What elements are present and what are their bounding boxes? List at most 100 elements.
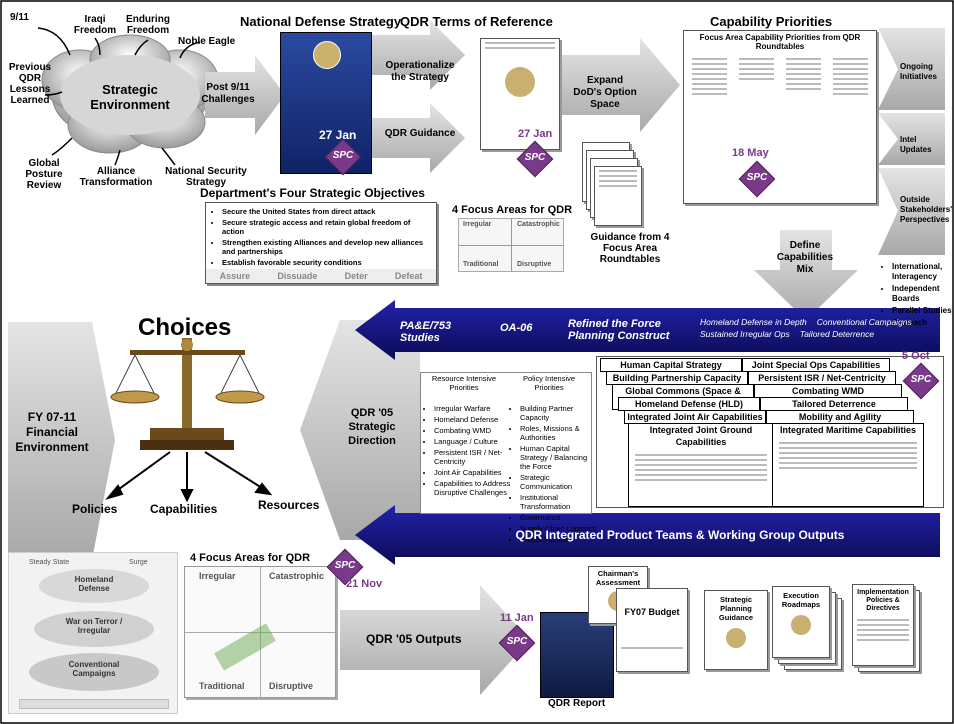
- spc-badge-capability: SPC: [738, 160, 776, 198]
- spg-label: Strategic Planning Guidance: [718, 595, 754, 622]
- ipt-maritime: Integrated Maritime Capabilities: [772, 423, 924, 507]
- quadrant-catastrophic: Catastrophic: [517, 221, 560, 228]
- driver-global-posture: Global Posture Review: [25, 158, 63, 191]
- driver-national-security: National Security Strategy: [165, 166, 247, 188]
- oa06-label: OA-06: [500, 322, 533, 334]
- tor-document: [480, 38, 560, 150]
- nds-date: 27 Jan: [319, 128, 357, 142]
- driver-iraqi-freedom: Iraqi Freedom: [73, 14, 117, 36]
- bullet-item: Parallel Studies: [892, 306, 954, 316]
- nov-date: 21 Nov: [346, 578, 383, 590]
- refined-force-bullets: Homeland Defense in Depth Conventional C…: [700, 316, 936, 340]
- implementation-label: Implementation Policies & Directives: [857, 589, 909, 612]
- roadmaps-label: Execution Roadmaps: [781, 591, 821, 609]
- bullet-item: International, Interagency: [892, 262, 954, 282]
- guidance-focus-label: Guidance from 4 Focus Area Roundtables: [590, 232, 670, 265]
- list-item: Strategic Communication: [520, 473, 598, 491]
- homeland-label: Homeland Defense: [74, 575, 114, 593]
- list-item: Building Partner Capacity: [520, 404, 598, 422]
- cloud-shape: [41, 34, 219, 154]
- ipt-bar-label: QDR Integrated Product Teams & Working G…: [515, 528, 845, 542]
- focus-areas-bottom-chart: Irregular Catastrophic Traditional Disru…: [184, 566, 336, 698]
- spc-badge-tor: SPC: [516, 140, 554, 178]
- choice-arrows: [105, 451, 273, 503]
- arrow-define-mix: [754, 230, 858, 320]
- force-planning-graphic: Steady State Surge Homeland Defense War …: [8, 552, 178, 714]
- ipt-homeland-defense: Homeland Defense (HLD): [618, 397, 760, 411]
- capability-doc: Focus Area Capability Priorities from QD…: [683, 30, 877, 204]
- priorities-table: [420, 372, 592, 514]
- seal-icon: [313, 41, 341, 69]
- blue-arrow-ipt: [355, 505, 940, 565]
- strategic-environment-title: Strategic Environment: [90, 82, 170, 112]
- seal-icon: [505, 67, 535, 97]
- qdr-guidance-label: QDR Guidance: [384, 128, 456, 139]
- list-item: Institutional Transformation: [520, 493, 598, 511]
- steady-state-label: Steady State: [29, 559, 70, 566]
- scale-drawing: [110, 338, 265, 450]
- ipt-joint-air: Integrated Joint Air Capabilities: [624, 410, 766, 424]
- chairman-label: Chairman's Assessment: [595, 569, 641, 587]
- list-item: Language / Culture: [434, 437, 514, 446]
- bullet-item: Sustained Irregular Ops: [700, 329, 790, 339]
- list-item: Roles, Missions & Authorities: [520, 424, 598, 442]
- ipt-joint-ground: Integrated Joint Ground Capabilities: [628, 423, 774, 507]
- spg-doc: Strategic Planning Guidance: [704, 590, 768, 670]
- capability-priorities-title: Capability Priorities: [710, 14, 833, 29]
- chevron-stakeholders: [878, 168, 945, 255]
- policy-list: Building Partner Capacity Roles, Mission…: [510, 404, 598, 546]
- label-deter: Deter: [344, 271, 368, 281]
- list-item: Persistent ISR / Net-Centricity: [434, 448, 514, 466]
- conventional-label: Conventional Campaigns: [68, 660, 120, 678]
- objective-labels: Assure Dissuade Deter Defeat: [206, 269, 436, 283]
- list-item: Human Capital Strategy / Balancing the F…: [520, 444, 598, 471]
- intel-updates: Intel Updates: [900, 135, 932, 154]
- ipt-mobility-agility: Mobility and Agility: [766, 410, 914, 424]
- quadrant-catastrophic: Catastrophic: [269, 571, 325, 581]
- qdr-report-cover: [540, 612, 614, 698]
- driver-noble-eagle: Noble Eagle: [178, 36, 236, 47]
- chevron-intel: [878, 113, 945, 165]
- focus-areas-bottom-title: 4 Focus Areas for QDR: [190, 552, 311, 564]
- seal-icon: [791, 615, 811, 635]
- list-item: Governance: [520, 513, 598, 522]
- quadrant-disruptive: Disruptive: [517, 261, 552, 268]
- label-dissuade: Dissuade: [277, 271, 318, 281]
- arrow-expand: [560, 38, 680, 132]
- choices-title: Choices: [138, 314, 232, 341]
- tor-date: 27 Jan: [518, 128, 553, 140]
- bullet-item: Homeland Defense in Depth: [700, 317, 807, 327]
- list-item: Global Posture: [520, 535, 598, 544]
- qdr-report-label: QDR Report: [548, 698, 606, 709]
- capability-doc-title: Focus Area Capability Priorities from QD…: [699, 33, 861, 51]
- pae-studies-label: PA&E/753 Studies: [400, 320, 452, 344]
- blue-arrow-planning: [355, 300, 940, 360]
- quadrant-disruptive: Disruptive: [269, 681, 314, 691]
- focus-areas-top-chart: Irregular Catastrophic Traditional Disru…: [458, 218, 564, 272]
- spc-badge-nds: SPC: [324, 138, 362, 176]
- resource-col-title: Resource Intensive Priorities: [431, 374, 497, 392]
- arrow-outputs: [340, 585, 530, 695]
- stakeholder-bullets: International, Interagency Independent B…: [880, 262, 954, 330]
- ipt-tailored-deterrence: Tailored Deterrence: [760, 397, 908, 411]
- ipt-joint-special-ops: Joint Special Ops Capabilities: [742, 358, 890, 372]
- arrow-operationalize: [372, 20, 465, 90]
- ipt-building-partnership: Building Partnership Capacity: [606, 371, 748, 385]
- arrow-qdr-guidance: [372, 103, 465, 173]
- label-defeat: Defeat: [394, 271, 423, 281]
- war-terror-label: War on Terror / Irregular: [65, 617, 123, 635]
- ipt-combating-wmd: Combating WMD: [754, 384, 902, 398]
- quadrant-traditional: Traditional: [463, 261, 499, 268]
- bullet-item: Tailored Deterrence: [799, 329, 875, 339]
- nds-title: National Defense Strategy: [240, 14, 402, 29]
- chevron-ongoing: [878, 28, 945, 110]
- quadrant-traditional: Traditional: [199, 681, 245, 691]
- policy-col-title: Policy Intensive Priorities: [522, 374, 576, 392]
- arrow-strategic-direction: [300, 320, 420, 540]
- outcome-resources: Resources: [258, 498, 320, 512]
- quadrant-irregular: Irregular: [463, 221, 492, 228]
- nds-cover: 27 Jan: [280, 32, 372, 174]
- expand-label: Expand DoD's Option Space: [573, 75, 637, 110]
